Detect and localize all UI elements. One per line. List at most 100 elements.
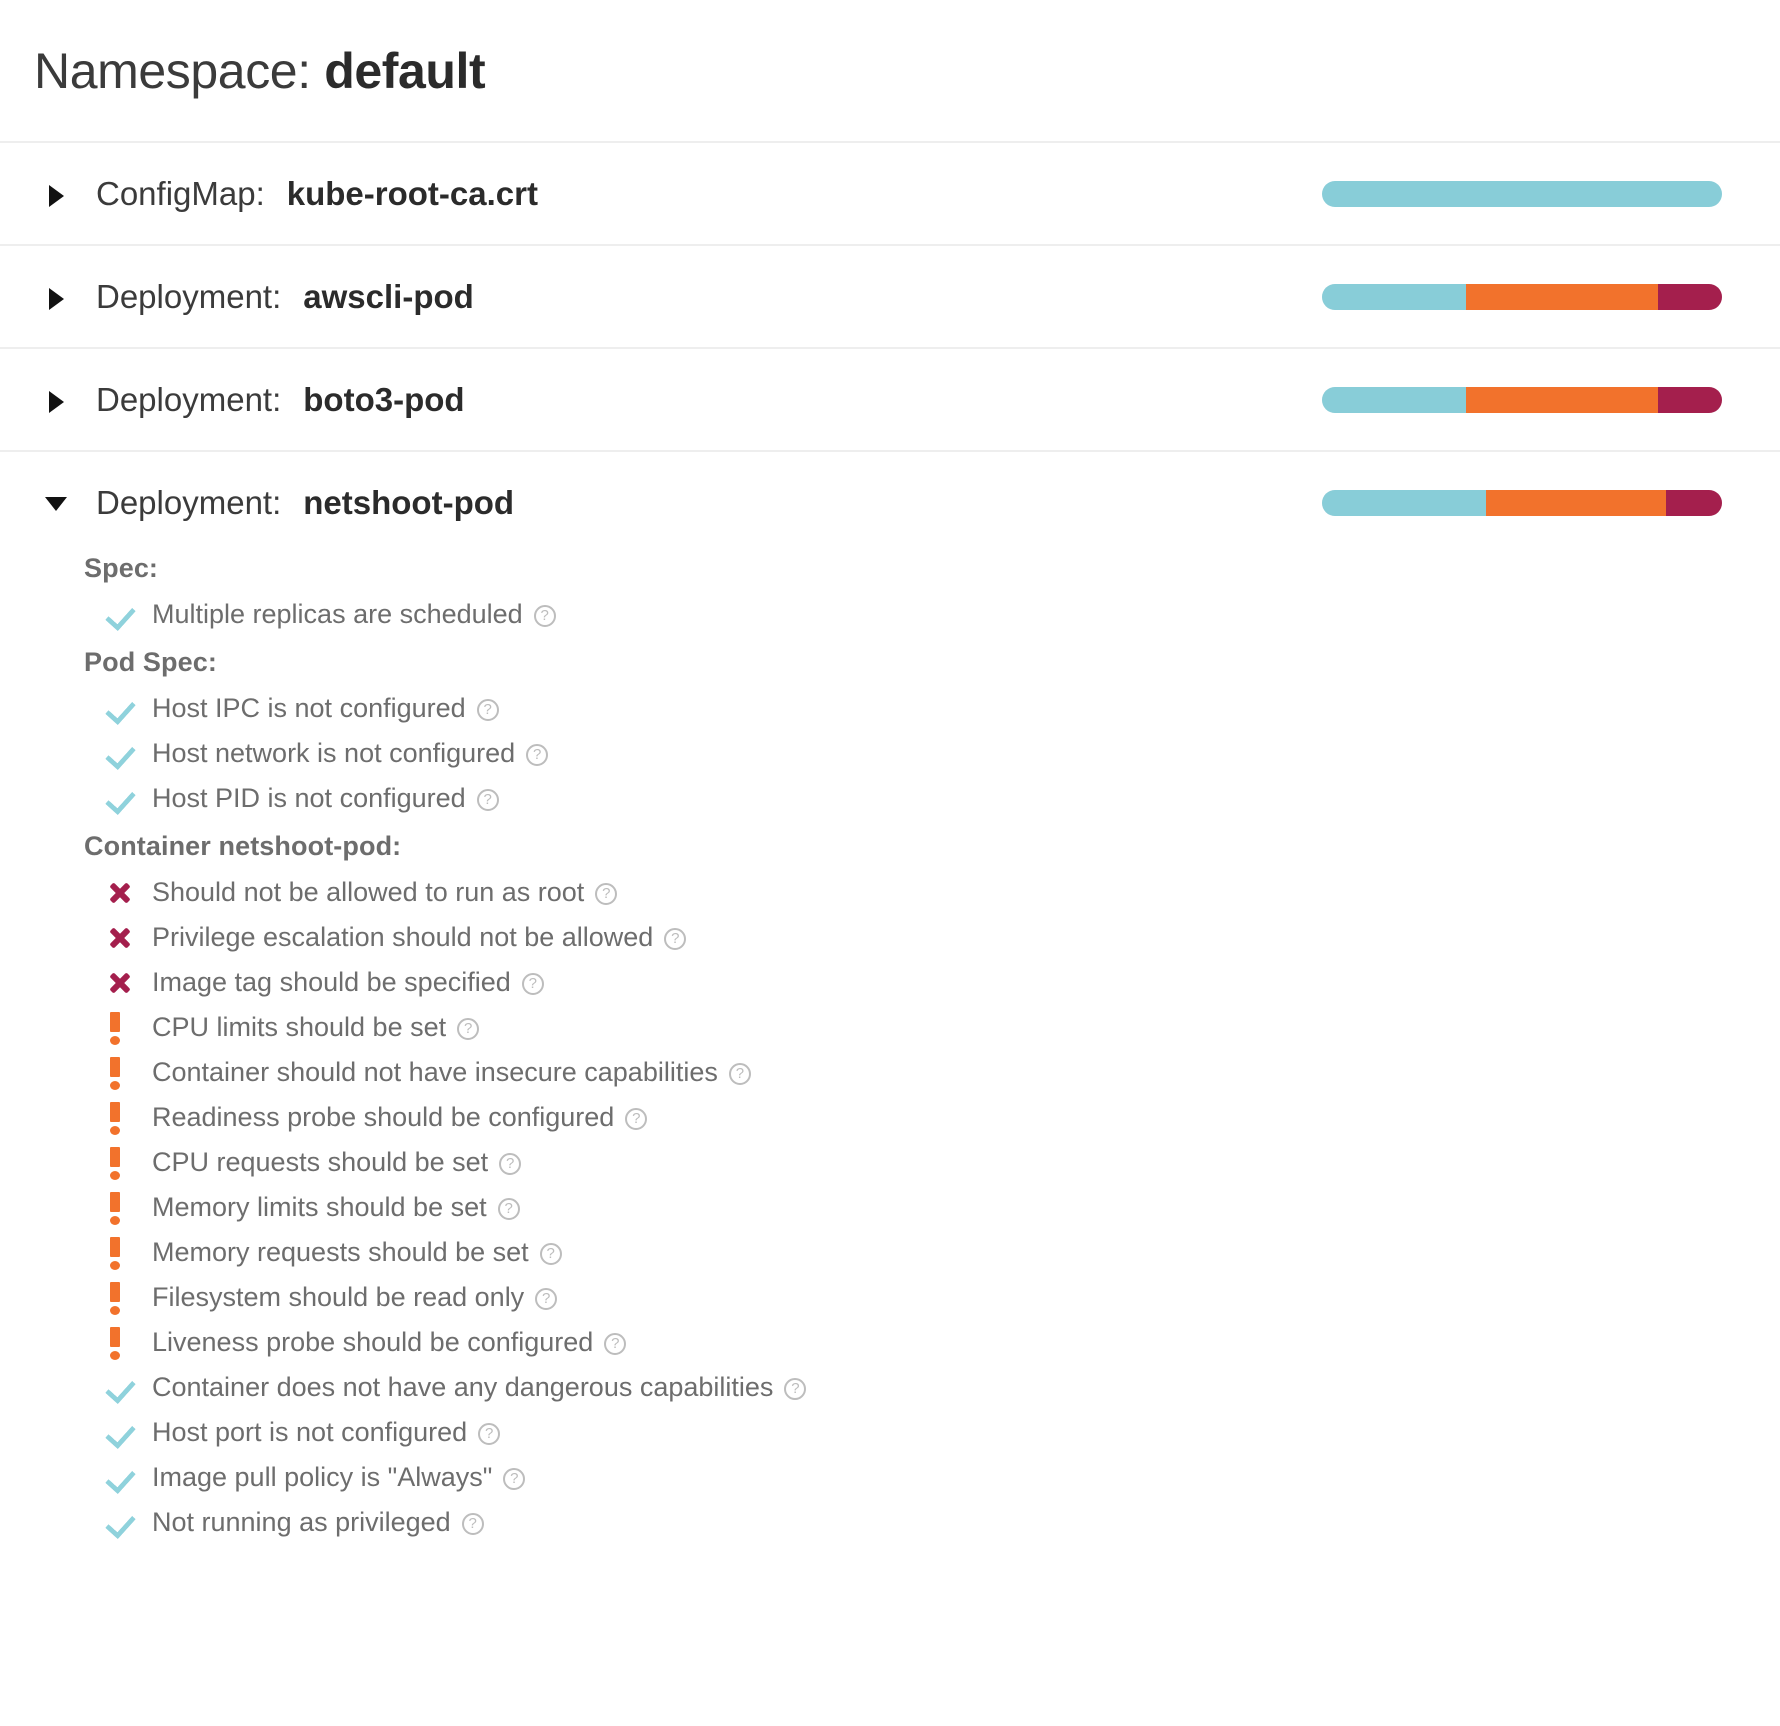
score-bar xyxy=(1322,283,1722,310)
exclamation-icon xyxy=(110,1326,122,1360)
check-status-icon xyxy=(106,1101,152,1135)
check-label: Memory requests should be set xyxy=(152,1237,529,1267)
check-icon xyxy=(106,739,136,769)
resource-name: kube-root-ca.crt xyxy=(286,174,538,212)
check-status-icon xyxy=(106,739,152,769)
exclamation-icon xyxy=(110,1191,122,1225)
resource-name: boto3-pod xyxy=(303,380,465,418)
page-title: Namespace: default xyxy=(34,42,486,100)
help-circle-icon[interactable]: ? xyxy=(595,882,618,905)
help-circle-icon[interactable]: ? xyxy=(503,1467,526,1490)
help-circle-icon[interactable]: ? xyxy=(784,1377,807,1400)
namespace-value: default xyxy=(324,42,486,99)
check-icon xyxy=(106,1373,136,1403)
check-status-icon xyxy=(106,1191,152,1225)
resource-row: ConfigMap:kube-root-ca.crt xyxy=(0,143,1780,246)
help-circle-icon[interactable]: ? xyxy=(521,972,544,995)
check-status-icon xyxy=(106,1326,152,1360)
check-label: Liveness probe should be configured xyxy=(152,1327,594,1357)
check-icon xyxy=(106,1418,136,1448)
score-segment-pass xyxy=(1322,283,1466,310)
help-circle-icon[interactable]: ? xyxy=(533,604,556,627)
help-circle-icon[interactable]: ? xyxy=(457,1017,480,1040)
x-icon xyxy=(106,969,134,997)
resource-row-toggle[interactable]: Deployment:netshoot-pod xyxy=(0,452,1780,553)
score-segment-warn xyxy=(1466,283,1658,310)
resource-row: Deployment: awscli-pod xyxy=(0,246,1780,349)
exclamation-icon xyxy=(110,1236,122,1270)
help-circle-icon[interactable]: ? xyxy=(604,1332,627,1355)
check-status-icon xyxy=(106,1146,152,1180)
help-circle-icon[interactable]: ? xyxy=(497,1197,520,1220)
check-status-icon xyxy=(106,600,152,630)
check-status-icon xyxy=(106,969,152,997)
check-label: Memory limits should be set xyxy=(152,1192,487,1222)
chevron-down-icon[interactable] xyxy=(45,490,68,516)
check-label: Privilege escalation should not be allow… xyxy=(152,922,654,952)
check-list: Should not be allowed to run as root?Pri… xyxy=(84,870,1780,1545)
check-icon xyxy=(106,600,136,630)
check-label: Host IPC is not configured xyxy=(152,693,466,723)
check-item: Host network is not configured? xyxy=(84,731,1780,776)
check-item: Memory requests should be set? xyxy=(84,1230,1780,1275)
resource-row-toggle[interactable]: ConfigMap:kube-root-ca.crt xyxy=(0,143,1780,244)
help-circle-icon[interactable]: ? xyxy=(461,1512,484,1535)
help-circle-icon[interactable]: ? xyxy=(535,1287,558,1310)
help-circle-icon[interactable]: ? xyxy=(499,1152,522,1175)
check-status-icon xyxy=(106,1463,152,1493)
resource-name: awscli-pod xyxy=(303,277,474,315)
check-label: Host network is not configured xyxy=(152,738,516,768)
help-circle-icon[interactable]: ? xyxy=(476,788,499,811)
help-circle-icon[interactable]: ? xyxy=(539,1242,562,1265)
check-item: Container does not have any dangerous ca… xyxy=(84,1365,1780,1410)
help-circle-icon[interactable]: ? xyxy=(728,1062,751,1085)
score-segment-warn xyxy=(1486,489,1666,516)
help-circle-icon[interactable]: ? xyxy=(526,743,549,766)
check-item: Privilege escalation should not be allow… xyxy=(84,915,1780,960)
chevron-right-icon[interactable] xyxy=(46,181,68,207)
chevron-right-icon[interactable] xyxy=(46,387,68,413)
resource-kind: Deployment: xyxy=(96,277,282,315)
check-status-icon xyxy=(106,1281,152,1315)
check-label: Image tag should be specified xyxy=(152,967,511,997)
check-status-icon xyxy=(106,694,152,724)
help-circle-icon[interactable]: ? xyxy=(478,1422,501,1445)
check-icon xyxy=(106,694,136,724)
check-item: Host port is not configured? xyxy=(84,1410,1780,1455)
check-label: Container should not have insecure capab… xyxy=(152,1057,718,1087)
check-item: Readiness probe should be configured? xyxy=(84,1095,1780,1140)
check-label: Image pull policy is "Always" xyxy=(152,1462,493,1492)
check-item: Multiple replicas are scheduled? xyxy=(84,592,1780,637)
check-status-icon xyxy=(106,879,152,907)
chevron-right-icon[interactable] xyxy=(46,284,68,310)
namespace-label: Namespace: xyxy=(34,42,311,99)
check-status-icon xyxy=(106,1056,152,1090)
check-list: Multiple replicas are scheduled? xyxy=(84,592,1780,637)
x-icon xyxy=(106,924,134,952)
check-item: Host PID is not configured? xyxy=(84,776,1780,821)
check-label: Readiness probe should be configured xyxy=(152,1102,615,1132)
check-item: CPU requests should be set? xyxy=(84,1140,1780,1185)
check-item: Filesystem should be read only? xyxy=(84,1275,1780,1320)
check-label: Filesystem should be read only xyxy=(152,1282,525,1312)
exclamation-icon xyxy=(110,1056,122,1090)
help-circle-icon[interactable]: ? xyxy=(625,1107,648,1130)
check-status-icon xyxy=(106,1236,152,1270)
check-status-icon xyxy=(106,1508,152,1538)
help-circle-icon[interactable]: ? xyxy=(664,927,687,950)
check-item: Image tag should be specified? xyxy=(84,960,1780,1005)
section-title: Pod Spec: xyxy=(84,647,217,677)
resource-row-toggle[interactable]: Deployment:boto3-pod xyxy=(0,349,1780,450)
section-title: Spec: xyxy=(84,553,159,583)
check-status-icon xyxy=(106,1418,152,1448)
check-status-icon xyxy=(106,1011,152,1045)
resource-row-toggle[interactable]: Deployment: awscli-pod xyxy=(0,246,1780,347)
check-status-icon xyxy=(106,924,152,952)
score-segment-pass xyxy=(1322,180,1722,207)
check-list: Host IPC is not configured?Host network … xyxy=(84,686,1780,821)
resource-kind: Deployment: xyxy=(96,483,282,521)
check-icon xyxy=(106,1463,136,1493)
help-circle-icon[interactable]: ? xyxy=(476,698,499,721)
